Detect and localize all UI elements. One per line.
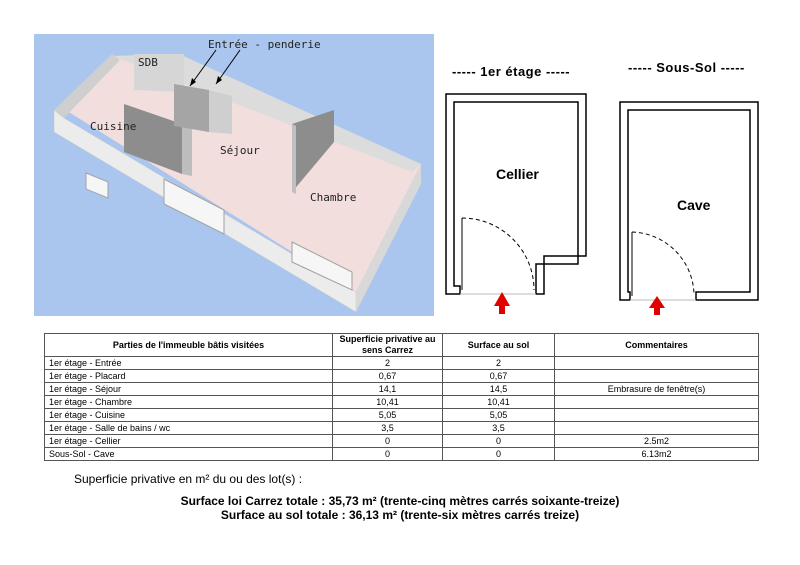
partition-edge xyxy=(182,124,192,176)
cell-carrez: 14,1 xyxy=(332,382,443,396)
plan-title-sous-sol: ----- Sous-Sol ----- xyxy=(628,60,745,75)
total-carrez: Surface loi Carrez totale : 35,73 m² (tr… xyxy=(180,494,620,508)
plan-walls xyxy=(619,101,759,301)
label-sdb: SDB xyxy=(138,56,158,69)
cell-carrez: 10,41 xyxy=(332,395,443,409)
partition-edge xyxy=(292,124,296,194)
plan-cave: Cave xyxy=(612,96,772,316)
cell-sol: 2 xyxy=(442,356,555,370)
cell-carrez: 5,05 xyxy=(332,408,443,422)
table-header-row: Parties de l'immeuble bâtis visitées Sup… xyxy=(44,333,759,357)
cell-sol: 14,5 xyxy=(442,382,555,396)
right-wall xyxy=(356,164,421,312)
penderie-wall xyxy=(209,90,232,134)
cell-carrez: 0,67 xyxy=(332,369,443,383)
chambre-partition xyxy=(292,110,334,192)
cell-part: 1er étage - Entrée xyxy=(44,356,333,370)
cell-sol: 0 xyxy=(442,447,555,461)
cell-comment xyxy=(554,395,759,409)
window xyxy=(85,172,109,199)
cell-part: 1er étage - Séjour xyxy=(44,382,333,396)
total-sol: Surface au sol totale : 36,13 m² (trente… xyxy=(220,508,580,522)
cell-sol: 3,5 xyxy=(442,421,555,435)
entry-arrow-icon xyxy=(649,296,665,315)
cell-part: 1er étage - Cellier xyxy=(44,434,333,448)
label-entree: Entrée - penderie xyxy=(208,38,321,51)
table-row: 1er étage - Cuisine 5,05 5,05 xyxy=(44,408,759,422)
cell-comment: 6.13m2 xyxy=(554,447,759,461)
label-arrow-head xyxy=(190,78,196,86)
window xyxy=(163,178,225,235)
cell-carrez: 0 xyxy=(332,447,443,461)
door-swing xyxy=(461,217,535,291)
cell-part: 1er étage - Chambre xyxy=(44,395,333,409)
cell-sol: 0,67 xyxy=(442,369,555,383)
table-row: Sous-Sol - Cave 0 0 6.13m2 xyxy=(44,447,759,461)
cell-part: 1er étage - Salle de bains / wc xyxy=(44,421,333,435)
plan-cave-drawing xyxy=(619,101,759,315)
door-swing xyxy=(631,231,695,295)
table-row: 1er étage - Chambre 10,41 10,41 xyxy=(44,395,759,409)
table-row: 1er étage - Cellier 0 0 2.5m2 xyxy=(44,434,759,448)
cell-carrez: 3,5 xyxy=(332,421,443,435)
cell-carrez: 2 xyxy=(332,356,443,370)
room-cellier: Cellier xyxy=(496,166,539,182)
kitchen-partition xyxy=(124,104,182,174)
sdb-wall xyxy=(134,54,184,92)
cell-carrez: 0 xyxy=(332,434,443,448)
surface-table: Parties de l'immeuble bâtis visitées Sup… xyxy=(44,333,759,461)
room-cave: Cave xyxy=(677,197,711,213)
cell-part: 1er étage - Placard xyxy=(44,369,333,383)
label-chambre: Chambre xyxy=(310,191,357,204)
plan-title-1er-etage: ----- 1er étage ----- xyxy=(452,64,571,79)
cell-part: Sous-Sol - Cave xyxy=(44,447,333,461)
cell-comment: 2.5m2 xyxy=(554,434,759,448)
header-parties: Parties de l'immeuble bâtis visitées xyxy=(44,333,333,357)
plan-walls xyxy=(445,93,587,295)
cell-part: 1er étage - Cuisine xyxy=(44,408,333,422)
label-sejour: Séjour xyxy=(220,144,260,157)
table-row: 1er étage - Placard 0,67 0,67 xyxy=(44,369,759,383)
header-commentaires: Commentaires xyxy=(554,333,759,357)
plan-cellier: Cellier xyxy=(440,86,600,316)
cell-comment xyxy=(554,369,759,383)
left-wall xyxy=(54,54,120,118)
label-arrow-head xyxy=(216,76,222,84)
plan-cellier-drawing xyxy=(445,93,587,314)
back-wall xyxy=(112,54,421,172)
floorplan-3d-view: SDB Entrée - penderie Cuisine Séjour Cha… xyxy=(34,34,434,316)
header-carrez: Superficie privative au sens Carrez xyxy=(332,333,443,357)
cell-comment xyxy=(554,421,759,435)
label-arrow xyxy=(189,49,217,87)
summary-label: Superficie privative en m² du ou des lot… xyxy=(74,472,303,486)
cell-comment: Embrasure de fenêtre(s) xyxy=(554,382,759,396)
cell-sol: 5,05 xyxy=(442,408,555,422)
cell-comment xyxy=(554,356,759,370)
table-row: 1er étage - Séjour 14,1 14,5 Embrasure d… xyxy=(44,382,759,396)
window xyxy=(291,241,353,291)
floorplan-3d-drawing xyxy=(53,49,421,313)
header-sol: Surface au sol xyxy=(442,333,555,357)
label-cuisine: Cuisine xyxy=(90,120,137,133)
table-row: 1er étage - Salle de bains / wc 3,5 3,5 xyxy=(44,421,759,435)
cell-sol: 0 xyxy=(442,434,555,448)
cell-sol: 10,41 xyxy=(442,395,555,409)
cell-comment xyxy=(554,408,759,422)
entree-wall xyxy=(174,84,209,132)
entry-arrow-icon xyxy=(494,292,510,314)
table-row: 1er étage - Entrée 2 2 xyxy=(44,356,759,370)
